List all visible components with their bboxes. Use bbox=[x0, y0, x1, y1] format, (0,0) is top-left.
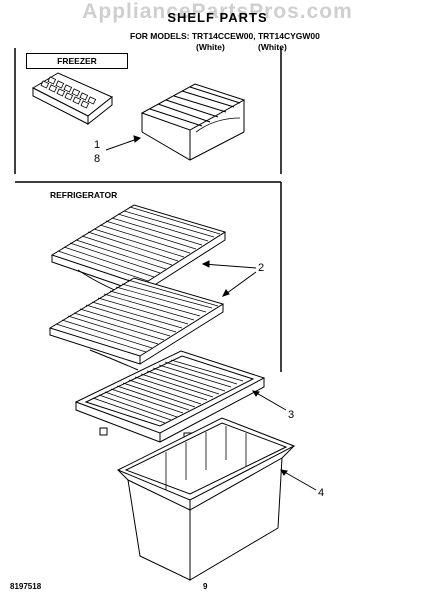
document-number: 8197518 bbox=[10, 582, 42, 591]
variant-right: (White) bbox=[258, 42, 287, 52]
callout-1: 1 bbox=[94, 139, 101, 151]
callout-4: 4 bbox=[318, 487, 325, 499]
ice-tray-part bbox=[31, 72, 113, 126]
leader-lines bbox=[105, 135, 317, 491]
callout-2: 2 bbox=[258, 262, 265, 274]
page-number: 9 bbox=[203, 582, 208, 591]
freezer-frame bbox=[14, 48, 282, 174]
refrigerator-shelf-lower-part bbox=[48, 277, 225, 371]
crisper-drawer-part bbox=[116, 417, 296, 581]
refrigerator-shelf-upper-part bbox=[50, 204, 227, 301]
callout-3: 3 bbox=[288, 409, 295, 421]
freezer-shelf-part bbox=[140, 83, 246, 161]
callout-8: 8 bbox=[94, 153, 101, 165]
refrigerator-frame bbox=[15, 181, 282, 372]
refrigerator-section-label: REFRIGERATOR bbox=[50, 190, 118, 200]
freezer-section-label: FREEZER bbox=[26, 53, 128, 69]
watermark-text: AppliancePartsPros.com bbox=[82, 0, 353, 23]
page-title: SHELF PARTS bbox=[167, 10, 268, 25]
models-line: FOR MODELS: TRT14CCEW00, TRT14CYGW00 bbox=[130, 31, 320, 41]
variant-left: (White) bbox=[196, 42, 225, 52]
